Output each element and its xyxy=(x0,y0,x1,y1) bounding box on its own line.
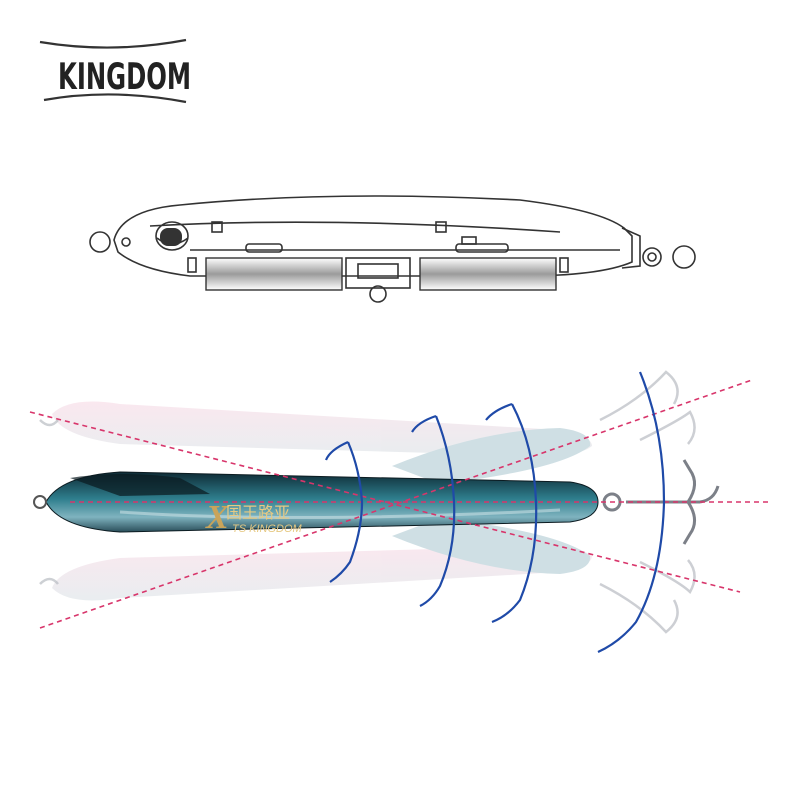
logo-mark: X xyxy=(205,499,230,536)
ghost-lure-upper xyxy=(52,401,592,484)
ghost-hooks xyxy=(39,370,696,634)
chinese-brand-print: 国王路亚 xyxy=(226,503,290,522)
ghost-lure-lower xyxy=(52,518,592,601)
swing-arc-icon xyxy=(324,371,666,654)
brand-name: KINGDOM xyxy=(58,56,192,99)
model-print: TS KINGDOM xyxy=(232,523,303,535)
